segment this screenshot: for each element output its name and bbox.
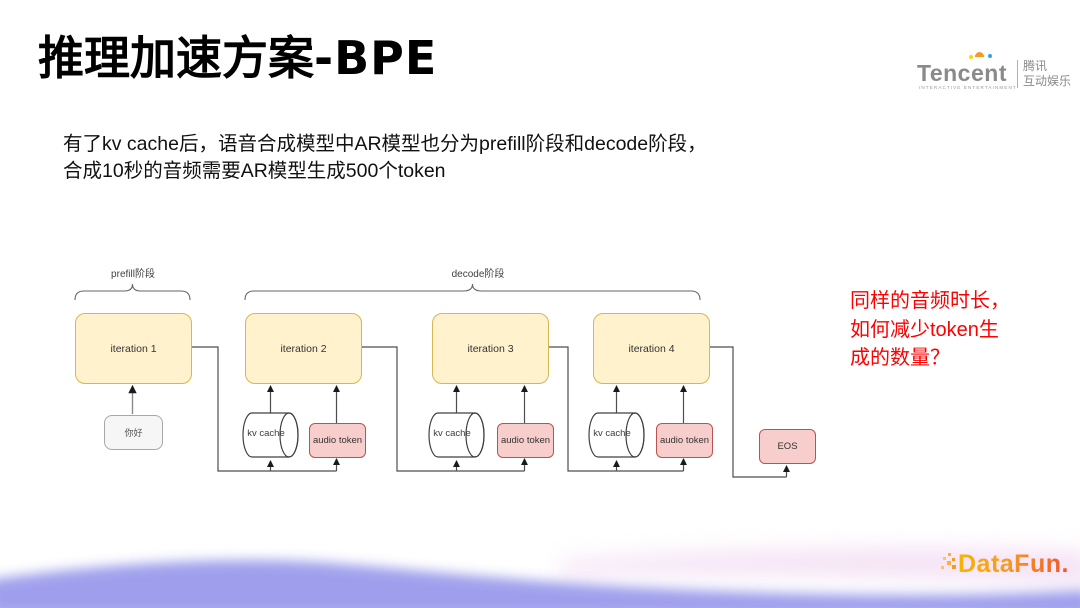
datafun-pixels-icon [941,553,956,575]
prefill-brace [74,283,191,301]
side-note: 同样的音频时长， 如何减少token生 成的数量？ [850,290,1010,369]
tencent-blue-dot-icon [988,54,992,58]
decode-phase-label: decode阶段 [452,267,505,280]
iteration-4-box: iteration 4 [593,313,710,384]
iteration-2-box: iteration 2 [245,313,362,384]
kv-cache-label-2: kv cache [247,428,285,439]
eos-box: EOS [759,429,816,464]
datafun-logo: DataFun. [941,548,1069,580]
prefill-phase-label: prefill阶段 [111,267,155,280]
title-bpe: -BPE [314,31,438,85]
audio-token-label-3: audio token [500,435,551,446]
iteration-1-label: iteration 1 [110,342,157,355]
tencent-divider [1017,60,1018,88]
audio-token-box-2: audio token [309,423,366,458]
iteration-3-label: iteration 3 [467,342,514,355]
tencent-subtitle: INTERACTIVE ENTERTAINMENT [919,85,1017,90]
audio-token-label-4: audio token [659,435,710,446]
iteration-1-box: iteration 1 [75,313,192,384]
kv-cache-label-3: kv cache [433,428,471,439]
iteration-2-label: iteration 2 [280,342,327,355]
text-input-box: 你好 [104,415,163,450]
bottom-wave-decoration [0,547,1080,608]
page-title: 推理加速方案-BPE [38,22,437,88]
kv-cache-label-4: kv cache [593,428,631,439]
iteration-3-box: iteration 3 [432,313,549,384]
audio-token-label-2: audio token [312,435,363,446]
body-paragraph: 有了kv cache后，语音合成模型中AR模型也分为prefill阶段和deco… [63,133,707,182]
datafun-wordmark: DataFun. [958,549,1069,578]
tencent-sun-icon [975,52,984,57]
tencent-logo: Tencent INTERACTIVE ENTERTAINMENT 腾讯 互动娱… [903,52,1078,104]
iteration-4-label: iteration 4 [628,342,675,355]
title-cn: 推理加速方案 [38,32,314,84]
audio-token-box-3: audio token [497,423,554,458]
tencent-wordmark: Tencent [917,60,1007,86]
decode-brace [244,283,701,301]
text-input-label: 你好 [124,428,143,438]
tencent-yellow-dot-icon [969,55,973,59]
tencent-cn-name: 腾讯 互动娱乐 [1023,59,1072,88]
audio-token-box-4: audio token [656,423,713,458]
eos-label: EOS [777,441,798,452]
